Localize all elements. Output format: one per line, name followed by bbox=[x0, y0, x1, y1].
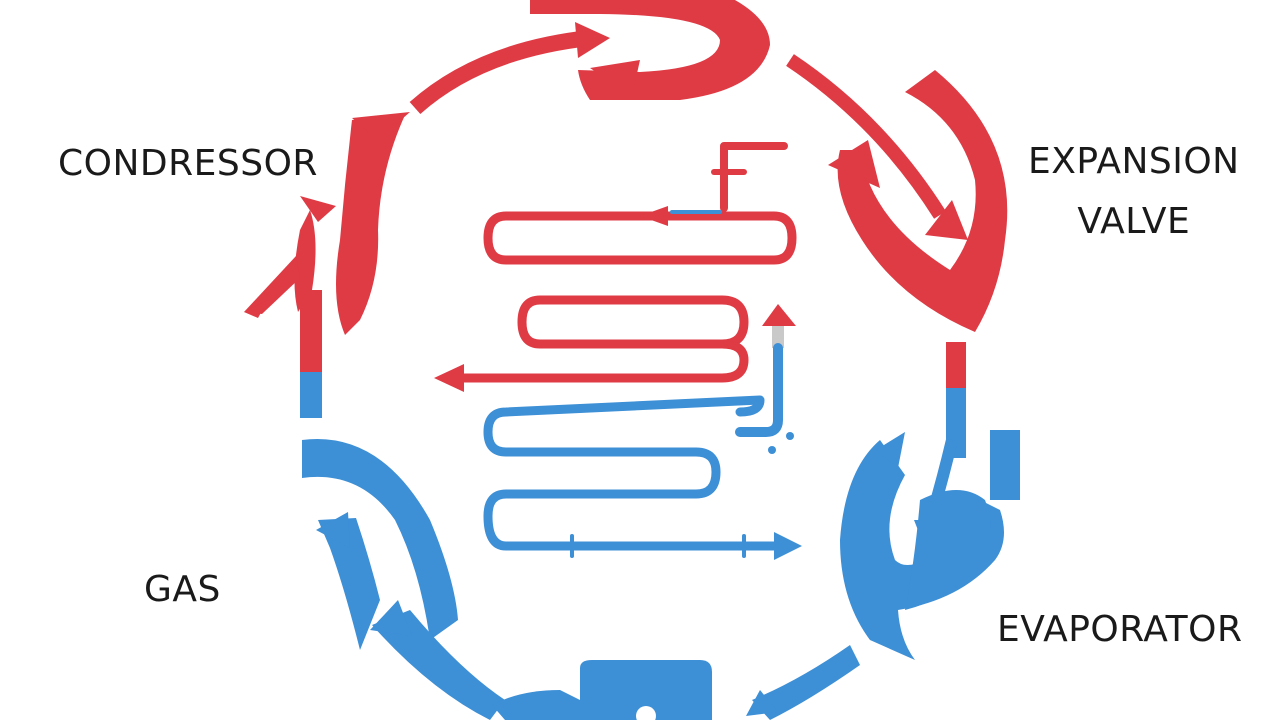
label-expansion-line2: VALVE bbox=[1077, 201, 1191, 242]
coil-inlet-pipe bbox=[720, 142, 788, 212]
compressor-inlet bbox=[492, 690, 580, 720]
cold-arrow-bottom-left-head bbox=[370, 600, 412, 636]
cold-arrow-bottom-left bbox=[372, 610, 505, 720]
hot-arrow-left-small-head bbox=[300, 196, 336, 222]
hot-arrow-top-right bbox=[786, 54, 946, 219]
riser-head bbox=[762, 304, 796, 326]
compressor-port bbox=[636, 706, 656, 720]
coil-hot-loop-2 bbox=[517, 295, 749, 349]
riser-drop-2 bbox=[768, 446, 776, 454]
riser-cold bbox=[735, 343, 783, 437]
left-pipe-cold bbox=[300, 372, 322, 418]
evaporator-band-head bbox=[876, 432, 905, 468]
coil-hot-arrowhead-1 bbox=[640, 206, 668, 226]
hot-hook-top-head bbox=[590, 60, 640, 96]
hot-arrowhead-top-right bbox=[925, 200, 968, 240]
cold-arrow-bottom-right-head bbox=[746, 690, 778, 716]
label-expansion-valve: EXPANSION VALVE bbox=[1028, 132, 1240, 252]
compressor-body bbox=[580, 660, 712, 720]
coil-cold-outlet-head bbox=[774, 532, 802, 560]
left-pipe-hot bbox=[300, 290, 322, 372]
riser-transition bbox=[772, 326, 784, 348]
hot-arrow-left-outer bbox=[244, 256, 300, 314]
cold-arrow-right-down-head bbox=[914, 520, 944, 548]
hot-band-left-upper-head bbox=[352, 112, 410, 140]
label-condressor: CONDRESSOR bbox=[58, 143, 318, 184]
hot-cycle-arrows bbox=[244, 0, 1008, 335]
hot-band-right-head bbox=[828, 140, 880, 188]
right-pipe-hot bbox=[946, 342, 966, 388]
hot-band-left-upper bbox=[336, 115, 405, 335]
riser-drop-1 bbox=[786, 432, 794, 440]
hot-arrow-top-left bbox=[409, 30, 591, 114]
coil-hot-loop-2b bbox=[445, 339, 749, 383]
hot-arrow-left-outer-head bbox=[244, 300, 268, 318]
cold-arrow-bottom-right bbox=[752, 645, 860, 720]
hot-arrowhead-top-left bbox=[575, 22, 610, 58]
coil-hot-loop-1 bbox=[483, 211, 797, 265]
hot-hook-top bbox=[530, 0, 770, 100]
cold-arrow-left-lower-head bbox=[316, 512, 350, 548]
cold-band-left bbox=[302, 439, 458, 640]
label-evaporator: EVAPORATOR bbox=[997, 609, 1243, 650]
center-coil bbox=[434, 142, 802, 560]
evaporator-stub bbox=[990, 430, 1020, 500]
cold-cycle-arrows bbox=[302, 430, 1020, 720]
label-gas: GAS bbox=[144, 569, 221, 610]
coil-cold-loop bbox=[483, 395, 793, 551]
label-expansion-line1: EXPANSION bbox=[1028, 141, 1240, 182]
coil-hot-outlet-head bbox=[434, 364, 464, 392]
hot-band-right bbox=[837, 70, 1008, 332]
evaporator-band bbox=[840, 440, 1004, 660]
hot-arrow-left-small bbox=[294, 210, 316, 312]
cold-arrow-left-lower bbox=[318, 518, 380, 650]
